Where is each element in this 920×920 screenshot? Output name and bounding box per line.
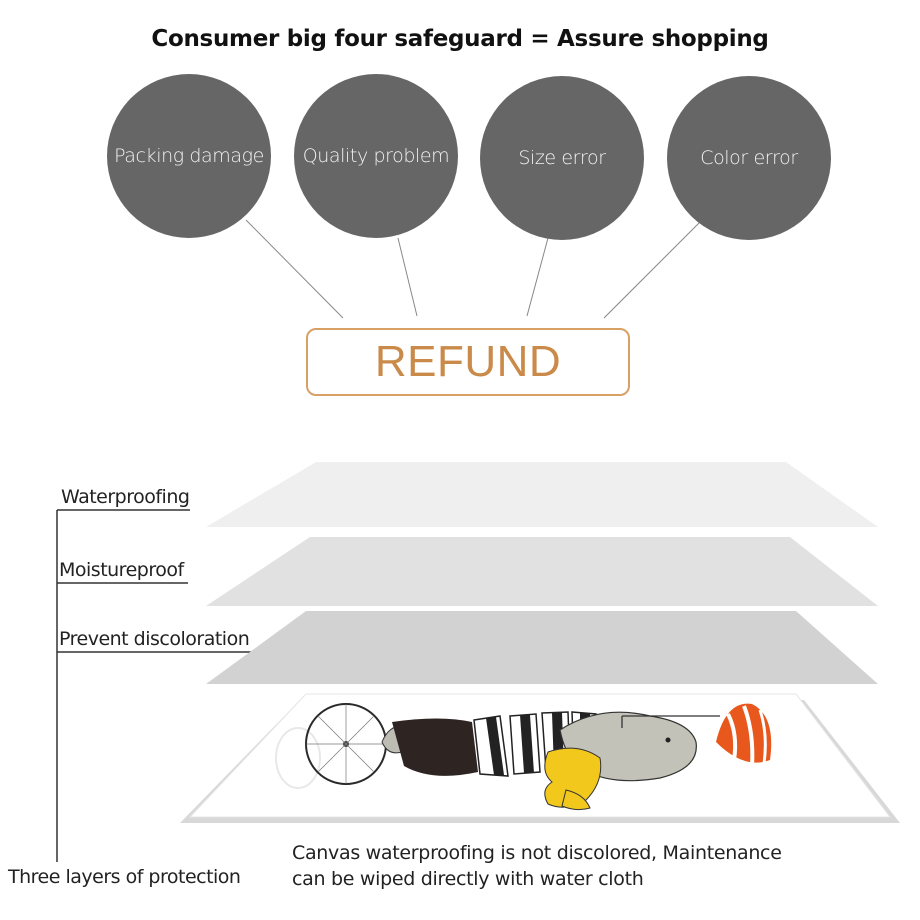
discoloration-layer [206, 611, 878, 684]
caption: Canvas waterproofing is not discolored, … [292, 840, 782, 892]
safeguard-label: Quality problem [302, 145, 450, 167]
protection-label: Three layers of protection [8, 866, 241, 888]
bicycle-wheel [305, 703, 387, 785]
safeguard-label: Packing damage [114, 145, 264, 167]
safeguard-packing-damage: Packing damage [107, 74, 271, 238]
safeguard-label: Color error [700, 147, 798, 169]
caption-line-2: can be wiped directly with water cloth [292, 868, 644, 890]
caption-line-1: Canvas waterproofing is not discolored, … [292, 842, 782, 864]
safeguard-color-error: Color error [667, 76, 831, 240]
refund-box: REFUND [306, 328, 630, 396]
umbrella [716, 703, 772, 767]
connector-line [526, 237, 549, 317]
layer-label-moistureproof: Moistureproof [59, 559, 184, 581]
safeguard-label: Size error [518, 147, 606, 169]
waterproofing-layer [206, 462, 878, 527]
safeguard-size-error: Size error [480, 76, 644, 240]
layer-label-discoloration: Prevent discoloration [59, 628, 250, 650]
connector-line [397, 237, 418, 317]
page-title: Consumer big four safeguard = Assure sho… [151, 26, 769, 52]
safeguard-quality-problem: Quality problem [294, 74, 458, 238]
layer-label-waterproofing: Waterproofing [61, 486, 190, 508]
canvas-print [188, 693, 892, 818]
connector-line [603, 221, 701, 319]
connector-line [245, 219, 344, 319]
refund-label: REFUND [374, 337, 562, 386]
canvas-illustration [275, 703, 772, 811]
moistureproof-layer [206, 537, 878, 606]
